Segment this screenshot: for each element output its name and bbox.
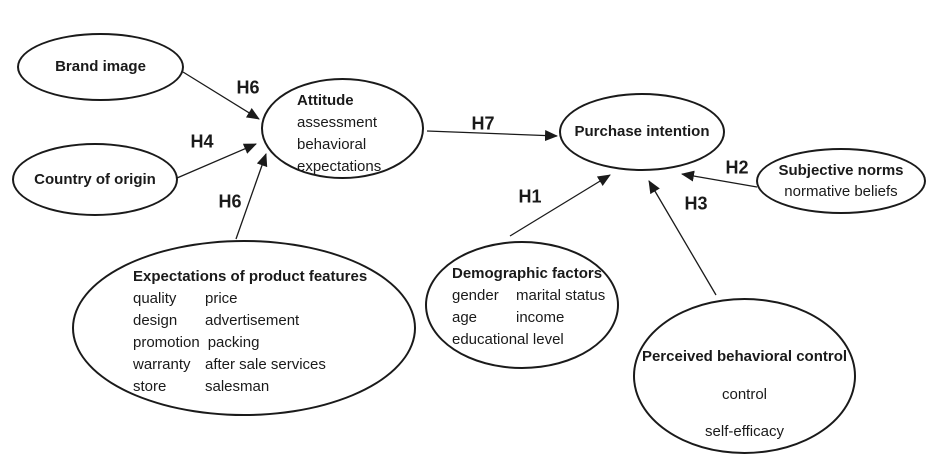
node-item: salesman bbox=[205, 378, 270, 395]
node-title: Demographic factors bbox=[452, 265, 603, 282]
arrow-h7-attitude-to-purchase bbox=[426, 130, 558, 142]
node-content: Perceived behavioral control control sel… bbox=[635, 300, 854, 443]
node-item: self-efficacy bbox=[705, 423, 784, 440]
node-perceived-behavioral-control: Perceived behavioral control control sel… bbox=[633, 298, 856, 454]
node-content: Demographic factors gender marital statu… bbox=[427, 243, 617, 351]
node-item-row: warranty after sale services bbox=[133, 354, 414, 376]
node-item: marital status bbox=[516, 287, 606, 304]
node-title: Subjective norms bbox=[778, 162, 904, 179]
node-item-row: educational level bbox=[452, 329, 617, 351]
node-item: age bbox=[452, 309, 478, 326]
node-content: Attitude assessment behavioral expectati… bbox=[263, 80, 422, 178]
arrow-h2-subjective-to-purchase bbox=[681, 170, 758, 188]
edge-label-h4: H4 bbox=[190, 131, 214, 152]
node-attitude: Attitude assessment behavioral expectati… bbox=[261, 78, 424, 179]
arrow-h6-brand-to-attitude bbox=[182, 71, 260, 120]
node-item: warranty bbox=[133, 356, 191, 373]
node-country-of-origin: Country of origin bbox=[12, 143, 178, 216]
node-item: design bbox=[133, 312, 178, 329]
edge-label-h7: H7 bbox=[471, 113, 495, 134]
node-title: Brand image bbox=[55, 58, 146, 75]
node-item-row: design advertisement bbox=[133, 310, 414, 332]
node-title: Country of origin bbox=[34, 170, 156, 188]
edge-label-h3: H3 bbox=[684, 193, 708, 214]
node-content: Expectations of product features quality… bbox=[74, 242, 414, 398]
edge-label-h6-brand: H6 bbox=[236, 77, 260, 98]
node-item: income bbox=[516, 309, 565, 326]
arrow-h4-country-to-attitude bbox=[176, 143, 257, 179]
node-expectations-of-product-features: Expectations of product features quality… bbox=[72, 240, 416, 416]
node-item-row: quality price bbox=[133, 288, 414, 310]
node-item-row: promotion packing bbox=[133, 332, 414, 354]
arrow-h3-perceived-to-purchase bbox=[648, 180, 717, 296]
node-demographic-factors: Demographic factors gender marital statu… bbox=[425, 241, 619, 369]
node-item: expectations bbox=[297, 158, 382, 175]
node-subjective-norms: Subjective norms normative beliefs bbox=[756, 148, 926, 214]
node-item: behavioral bbox=[297, 136, 367, 153]
node-item: quality bbox=[133, 290, 177, 307]
node-purchase-intention: Purchase intention bbox=[559, 93, 725, 171]
node-item: after sale services bbox=[205, 356, 326, 373]
node-item: store bbox=[133, 378, 167, 395]
edge-label-h2: H2 bbox=[725, 157, 749, 178]
node-item: assessment bbox=[297, 114, 378, 131]
node-item: packing bbox=[207, 334, 260, 351]
node-item: price bbox=[205, 290, 238, 307]
node-item: educational level bbox=[452, 331, 564, 348]
edge-label-h6-expectations: H6 bbox=[218, 191, 242, 212]
arrow-h1-demographic-to-purchase bbox=[509, 174, 611, 237]
node-brand-image: Brand image bbox=[17, 33, 184, 101]
node-title: Expectations of product features bbox=[133, 268, 368, 285]
node-item-row: age income bbox=[452, 307, 617, 329]
node-item-row: gender marital status bbox=[452, 285, 617, 307]
node-title: Perceived behavioral control bbox=[641, 348, 848, 365]
node-title: Purchase intention bbox=[574, 123, 710, 140]
node-subtitle: normative beliefs bbox=[784, 183, 898, 200]
edge-label-h1: H1 bbox=[518, 186, 542, 207]
node-item: promotion bbox=[133, 334, 200, 351]
node-item: advertisement bbox=[205, 312, 300, 329]
node-item-row: store salesman bbox=[133, 376, 414, 398]
node-item: control bbox=[721, 386, 768, 403]
arrow-h6-expectations-to-attitude bbox=[235, 153, 268, 240]
node-title: Attitude bbox=[297, 92, 354, 109]
node-item: gender bbox=[452, 287, 499, 304]
